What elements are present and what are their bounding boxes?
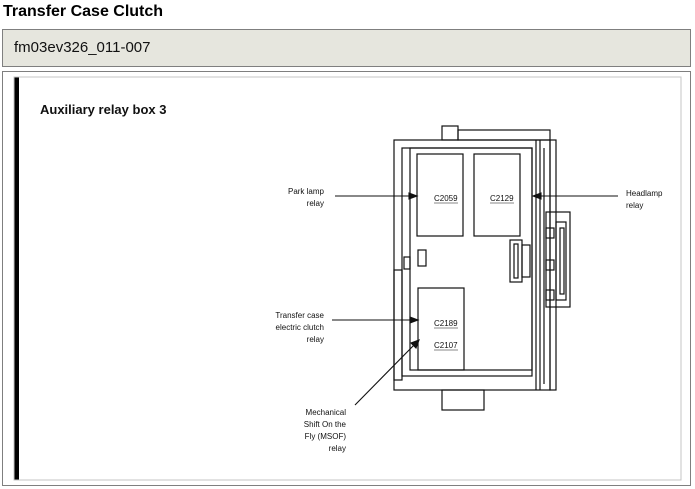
callout-headlamp-line2: relay (626, 201, 643, 210)
relay-label-c2129: C2129 (490, 194, 514, 203)
diagram-heading: Auxiliary relay box 3 (40, 102, 166, 117)
figure-frame (2, 71, 691, 486)
callout-msof-line1: Mechanical (306, 408, 347, 417)
relay-box-outline (393, 125, 571, 411)
callout-msof-line2: Shift On the (304, 420, 347, 429)
callout-arrows (332, 192, 618, 406)
callout-park-lamp-line1: Park lamp (288, 187, 325, 196)
callout-transfer-case-line1: Transfer case (275, 311, 324, 320)
park-lamp-relay (416, 153, 464, 237)
headlamp-relay (473, 153, 521, 237)
callout-park-lamp-line2: relay (307, 199, 324, 208)
callout-msof-line3: Fly (MSOF) (305, 432, 347, 441)
relay-label-c2189: C2189 (434, 319, 458, 328)
relay-label-c2107: C2107 (434, 341, 458, 350)
callout-headlamp-line1: Headlamp (626, 189, 663, 198)
figure-id: fm03ev326_011-007 (14, 39, 151, 56)
page-title: Transfer Case Clutch (3, 3, 164, 20)
transfer-case-relay (417, 287, 465, 371)
callout-transfer-case-line3: relay (307, 335, 324, 344)
relay-label-c2059: C2059 (434, 194, 458, 203)
figure-left-rule (14, 77, 19, 480)
figure-id-bar: fm03ev326_011-007 (2, 29, 691, 67)
callout-transfer-case-line2: electric clutch (276, 323, 324, 332)
callout-msof-line4: relay (329, 444, 346, 453)
